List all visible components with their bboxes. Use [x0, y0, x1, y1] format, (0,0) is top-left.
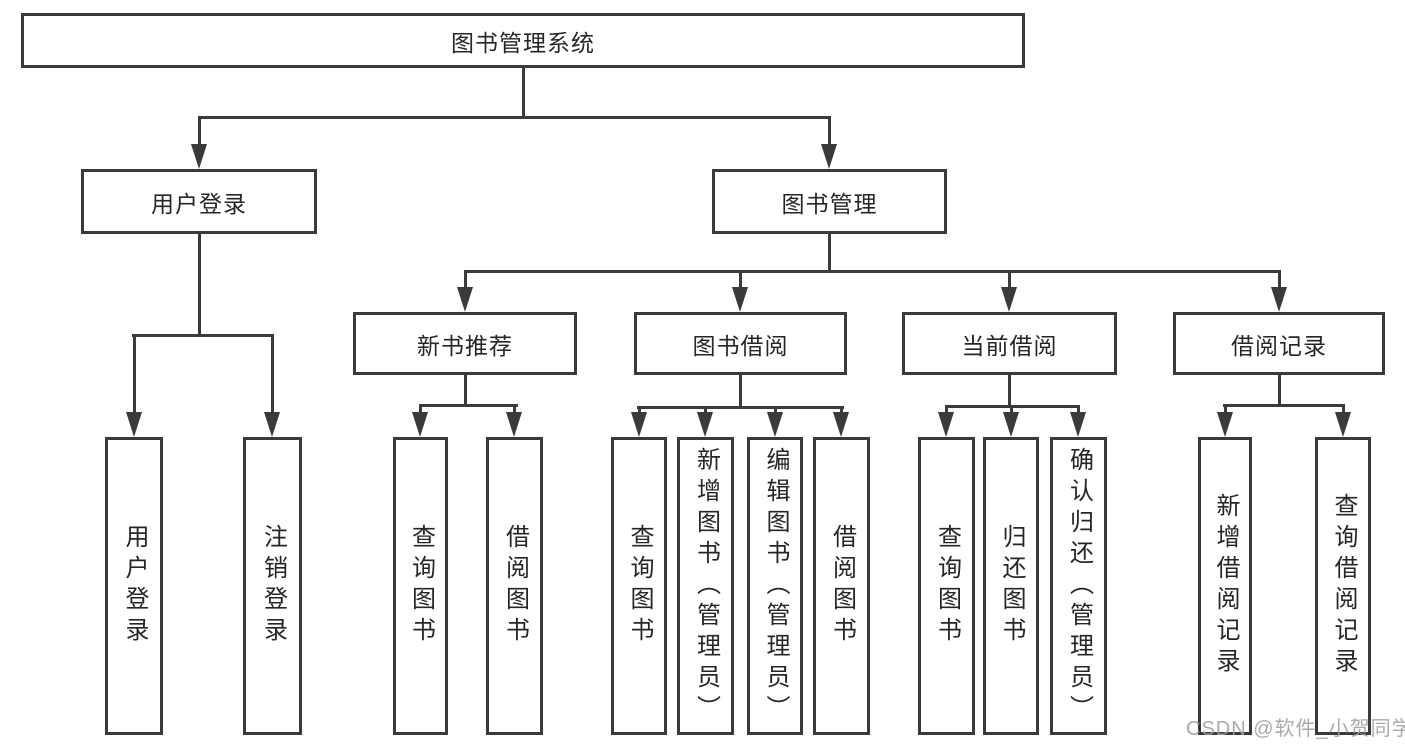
- node-query-books-borrow: 查询图书: [611, 437, 667, 735]
- arrowhead-down-icon: [126, 412, 142, 437]
- node-user-login: 用户登录: [105, 437, 163, 735]
- connector-line: [198, 116, 831, 119]
- watermark-text: CSDN @软件_小贺同学: [1186, 718, 1405, 740]
- connector-line: [522, 68, 525, 118]
- connector-line: [513, 406, 516, 415]
- connector-line: [419, 404, 518, 407]
- arrowhead-down-icon: [506, 412, 522, 437]
- node-borrow-books-borrow-label: 借阅图书: [828, 524, 856, 648]
- connector-line: [132, 334, 274, 337]
- connector-line: [828, 118, 831, 147]
- node-add-borrow-record: 新增借阅记录: [1198, 437, 1252, 735]
- connector-line: [271, 336, 274, 415]
- connector-line: [1010, 407, 1013, 415]
- node-root-label: 图书管理系统: [451, 29, 595, 56]
- arrowhead-down-icon: [1001, 287, 1017, 312]
- node-borrow-records-label: 借阅记录: [1231, 332, 1327, 359]
- arrowhead-down-icon: [1335, 412, 1351, 437]
- connector-line: [1342, 406, 1345, 415]
- connector-line: [464, 375, 467, 407]
- arrowhead-down-icon: [1070, 412, 1086, 437]
- arrowhead-down-icon: [833, 412, 849, 437]
- node-book-borrow: 图书借阅: [634, 312, 847, 375]
- node-user-login-label: 用户登录: [121, 524, 148, 648]
- node-query-books-current: 查询图书: [918, 437, 975, 735]
- arrowhead-down-icon: [1217, 412, 1233, 437]
- node-book-management-label: 图书管理: [781, 190, 878, 217]
- connector-line: [1278, 272, 1281, 290]
- arrowhead-down-icon: [821, 144, 837, 169]
- node-current-borrow: 当前借阅: [902, 312, 1117, 375]
- node-query-books-current-label: 查询图书: [933, 524, 961, 648]
- connector-line: [637, 406, 844, 409]
- connector-line: [638, 408, 641, 415]
- node-query-books-borrow-label: 查询图书: [626, 524, 653, 648]
- connector-line: [198, 234, 201, 337]
- connector-line: [1223, 404, 1345, 407]
- node-user-login-group: 用户登录: [81, 169, 317, 234]
- node-new-book-recommend-label: 新书推荐: [417, 332, 513, 359]
- connector-line: [739, 272, 742, 290]
- node-user-login-group-label: 用户登录: [151, 190, 247, 217]
- node-logout-label: 注销登录: [259, 524, 287, 648]
- arrowhead-down-icon: [697, 412, 713, 437]
- arrowhead-down-icon: [412, 412, 428, 437]
- connector-line: [1077, 407, 1080, 415]
- arrowhead-down-icon: [767, 412, 783, 437]
- connector-line: [198, 118, 201, 147]
- connector-line: [464, 270, 1281, 273]
- node-edit-books-admin-label: 编辑图书（管理员）: [762, 446, 789, 726]
- connector-line: [419, 406, 422, 415]
- arrowhead-down-icon: [264, 412, 280, 437]
- node-current-borrow-label: 当前借阅: [961, 332, 1058, 359]
- node-book-borrow-label: 图书借阅: [692, 332, 789, 359]
- node-borrow-books-borrow: 借阅图书: [813, 437, 870, 735]
- connector-line: [774, 408, 777, 415]
- arrowhead-down-icon: [732, 287, 748, 312]
- connector-line: [828, 234, 831, 273]
- connector-line: [840, 408, 843, 415]
- node-return-books: 归还图书: [983, 437, 1039, 735]
- arrowhead-down-icon: [938, 412, 954, 437]
- node-new-book-recommend: 新书推荐: [353, 312, 577, 375]
- node-borrow-books-recommend-label: 借阅图书: [501, 524, 529, 648]
- node-confirm-return-admin: 确认归还（管理员）: [1050, 437, 1107, 735]
- connector-line: [133, 336, 136, 415]
- node-query-borrow-record-label: 查询借阅记录: [1330, 493, 1357, 679]
- node-edit-books-admin: 编辑图书（管理员）: [747, 437, 803, 735]
- connector-line: [945, 405, 1080, 408]
- node-book-management: 图书管理: [712, 169, 947, 234]
- node-logout: 注销登录: [243, 437, 302, 735]
- node-add-borrow-record-label: 新增借阅记录: [1212, 493, 1239, 679]
- connector-line: [704, 408, 707, 415]
- node-query-books-recommend-label: 查询图书: [407, 524, 435, 648]
- arrowhead-down-icon: [631, 412, 647, 437]
- node-borrow-books-recommend: 借阅图书: [486, 437, 543, 735]
- node-query-books-recommend: 查询图书: [393, 437, 448, 735]
- node-confirm-return-admin-label: 确认归还（管理员）: [1065, 446, 1093, 726]
- arrowhead-down-icon: [1271, 287, 1287, 312]
- connector-line: [1278, 375, 1281, 407]
- node-root: 图书管理系统: [21, 13, 1025, 68]
- connector-line: [945, 407, 948, 415]
- node-add-books-admin-label: 新增图书（管理员）: [692, 446, 720, 726]
- connector-line: [1008, 272, 1011, 290]
- arrowhead-down-icon: [191, 144, 207, 169]
- node-return-books-label: 归还图书: [998, 524, 1025, 648]
- connector-line: [1008, 375, 1011, 408]
- connector-line: [1224, 406, 1227, 415]
- node-add-books-admin: 新增图书（管理员）: [677, 437, 734, 735]
- node-query-borrow-record: 查询借阅记录: [1315, 437, 1371, 735]
- node-borrow-records: 借阅记录: [1173, 312, 1385, 375]
- connector-line: [464, 272, 467, 290]
- arrowhead-down-icon: [1003, 412, 1019, 437]
- arrowhead-down-icon: [457, 287, 473, 312]
- connector-line: [739, 375, 742, 409]
